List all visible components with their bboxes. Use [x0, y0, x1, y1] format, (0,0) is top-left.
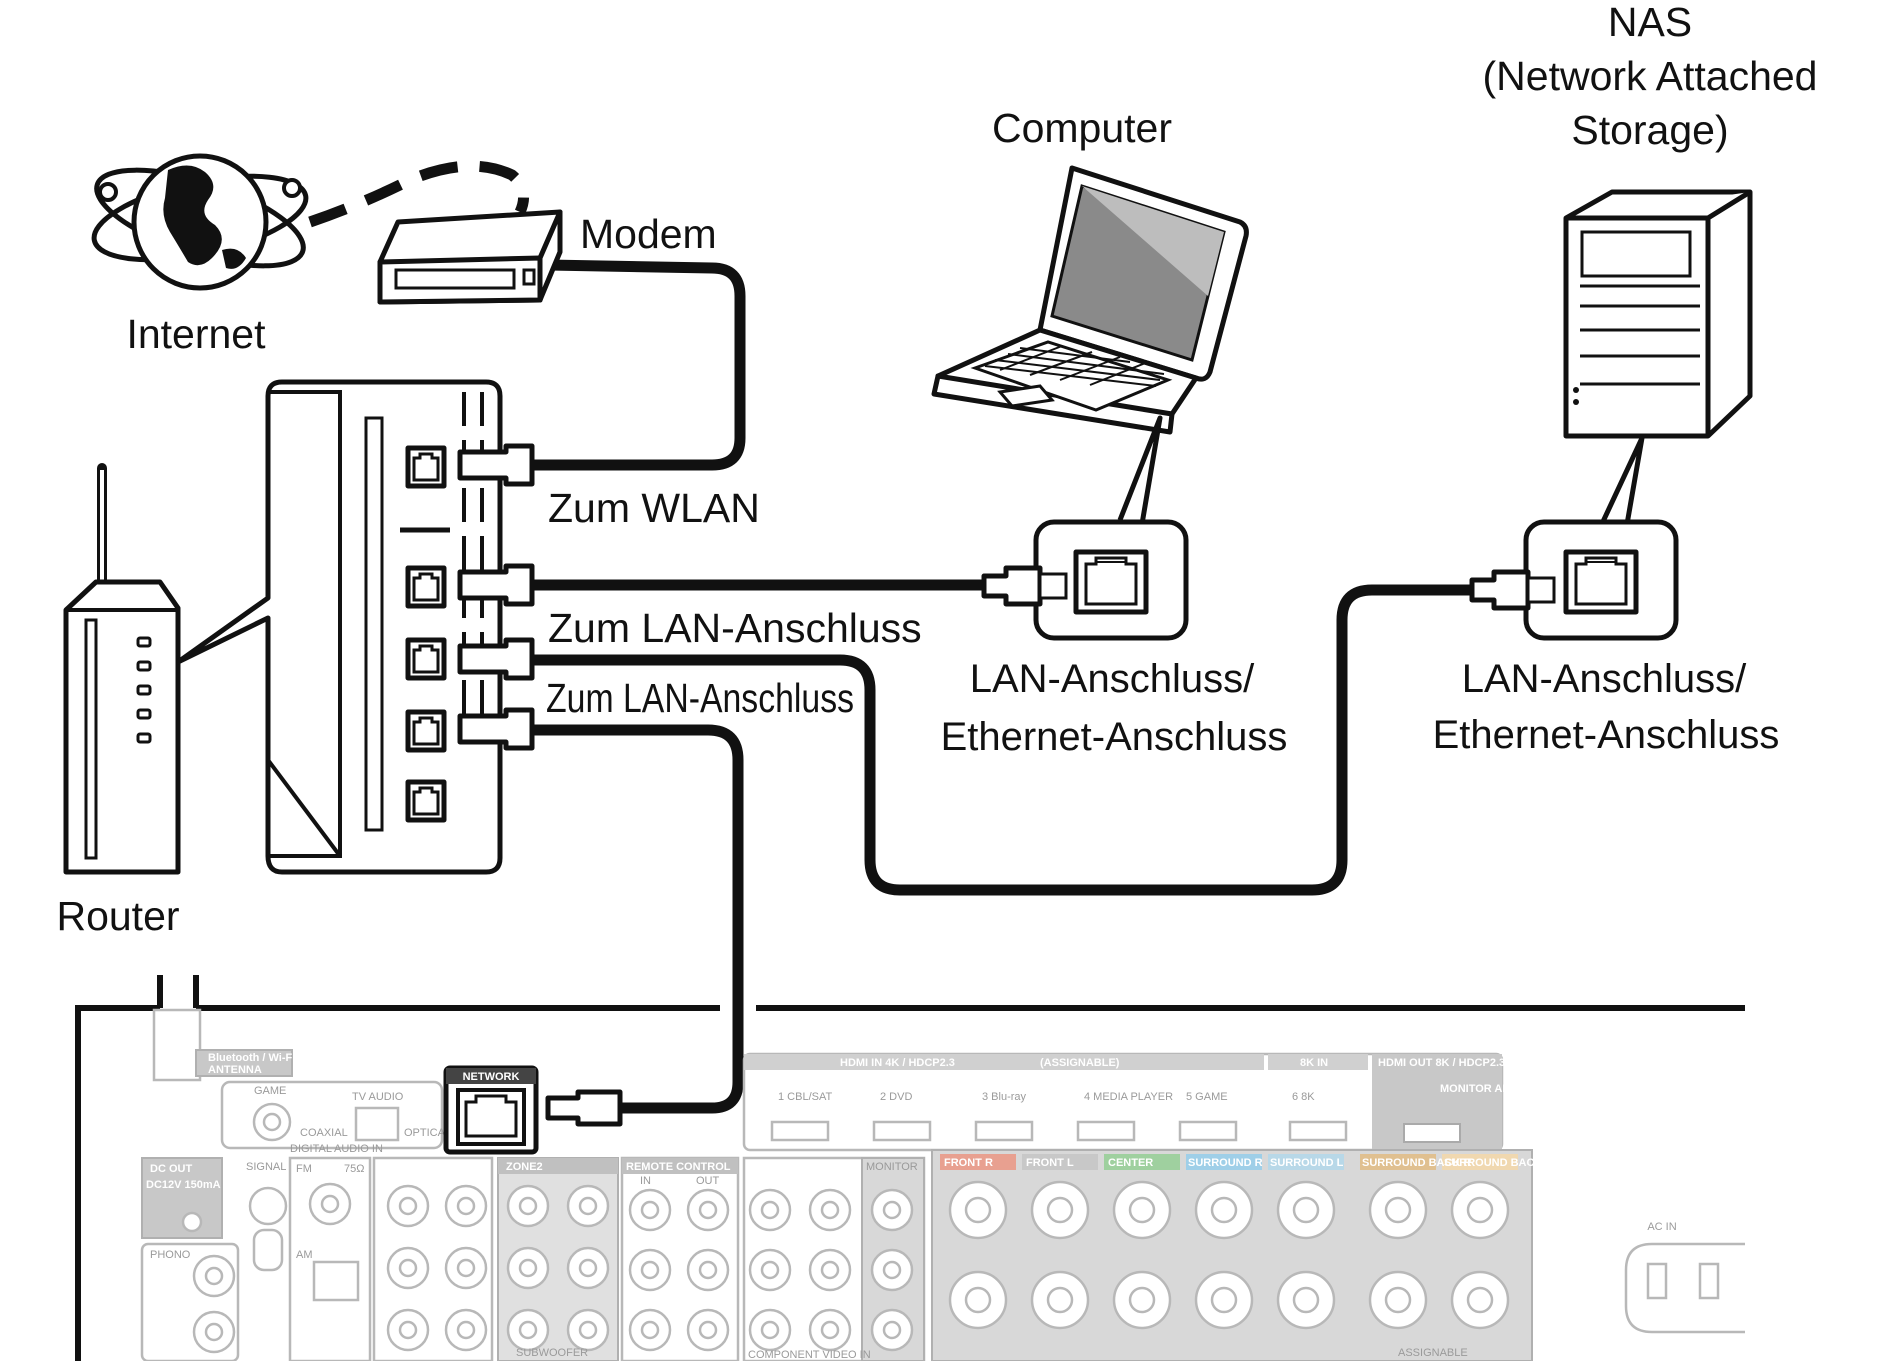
- game-label: GAME: [254, 1085, 286, 1097]
- ac-in-label: AC IN: [1647, 1221, 1676, 1233]
- tv-audio-label: TV AUDIO: [352, 1091, 404, 1103]
- nas-label-2: (Network Attached: [1483, 53, 1818, 99]
- coaxial-label: COAXIAL: [300, 1127, 348, 1139]
- speaker-terminals: FRONT R FRONT L CENTER SURROUND R SURROU…: [931, 1149, 1552, 1361]
- network-port-label: NETWORK: [463, 1071, 520, 1083]
- hdmi-input-5: 5 GAME: [1186, 1091, 1228, 1103]
- computer-port-label-1: LAN-Anschluss/: [970, 657, 1255, 701]
- computer-label: Computer: [992, 105, 1172, 151]
- nas-server-icon: [1563, 189, 1753, 439]
- hdmi-in-label: HDMI IN 4K / HDCP2.3: [840, 1057, 955, 1069]
- hdmi-input-2: 2 DVD: [880, 1091, 912, 1103]
- speaker-group-surround-l: SURROUND L: [1270, 1157, 1344, 1169]
- modem-label: Modem: [580, 211, 717, 257]
- bt-antenna-label-2: ANTENNA: [208, 1064, 262, 1076]
- to-lan-label-1: Zum LAN-Anschluss: [548, 605, 922, 651]
- nas-port-label-2: Ethernet-Anschluss: [1433, 713, 1780, 757]
- hdmi-input-6: 6 8K: [1292, 1091, 1315, 1103]
- hdmi-out-label: HDMI OUT 8K / HDCP2.3: [1378, 1057, 1505, 1069]
- cable-router-nas: [522, 584, 1478, 896]
- router-zoom-callout: [175, 379, 503, 875]
- hdmi-input-ports: [770, 1120, 1461, 1143]
- monitor-label: MONITOR: [866, 1161, 918, 1173]
- to-lan-label-2: Zum LAN-Anschluss: [546, 675, 854, 721]
- optical-label: OPTICAL: [404, 1127, 451, 1139]
- hdmi-input-1: 1 CBL/SAT: [778, 1091, 832, 1103]
- modem-icon: [377, 209, 563, 305]
- speaker-group-surround-r: SURROUND R: [1188, 1157, 1263, 1169]
- internet-wireless-link: [308, 160, 530, 228]
- speaker-group-surround-back-r: SURROUND BACK R: [1362, 1157, 1471, 1169]
- monitor-arc-label: MONITOR ARC eARC: [1440, 1083, 1551, 1095]
- computer-port-label-2: Ethernet-Anschluss: [941, 715, 1288, 759]
- internet-globe-icon: [91, 153, 309, 291]
- speaker-group-center: CENTER: [1108, 1157, 1153, 1169]
- zone2-label: ZONE2: [506, 1161, 543, 1173]
- internet-label: Internet: [126, 311, 266, 357]
- to-wlan-label: Zum WLAN: [548, 485, 760, 531]
- phono-label: PHONO: [150, 1249, 191, 1261]
- speaker-group-front-l: FRONT L: [1026, 1157, 1074, 1169]
- ohm-label: 75Ω: [344, 1163, 364, 1175]
- assignable-label: (ASSIGNABLE): [1040, 1057, 1120, 1069]
- remote-out-label: OUT: [696, 1175, 720, 1187]
- receiver-rear-panel: Bluetooth / Wi-Fi ANTENNA GAME COAXIAL T…: [75, 975, 1745, 1361]
- router-label: Router: [56, 893, 179, 939]
- dc-out-label: DC OUT: [150, 1163, 192, 1175]
- digital-audio-in-label: DIGITAL AUDIO IN: [290, 1143, 383, 1155]
- computer-port-callout: [981, 415, 1189, 641]
- hdmi-8k-in-label: 8K IN: [1300, 1057, 1328, 1069]
- hdmi-input-3: 3 Blu-ray: [982, 1091, 1027, 1103]
- analog-inputs: [386, 1184, 488, 1352]
- dc-spec-label: DC12V 150mA MAX.: [146, 1179, 251, 1191]
- hdmi-input-4: 4 MEDIA PLAYER: [1084, 1091, 1173, 1103]
- subwoofer-label: SUBWOOFER: [516, 1347, 588, 1359]
- speaker-group-front-r: FRONT R: [944, 1157, 993, 1169]
- ac-inlet-icon: [1624, 1242, 1745, 1334]
- nas-port-callout: [1469, 435, 1679, 641]
- component-video-in-label: COMPONENT VIDEO IN: [748, 1349, 871, 1361]
- router-icon: [63, 463, 181, 875]
- cables: [308, 160, 1478, 1114]
- cable-modem-router: [489, 258, 746, 471]
- remote-control-label: REMOTE CONTROL: [626, 1161, 731, 1173]
- speaker-group-surround-back-l: SURROUND BACK L: [1444, 1157, 1552, 1169]
- nas-label-1: NAS: [1608, 0, 1692, 45]
- bt-antenna-label-1: Bluetooth / Wi-Fi: [208, 1052, 295, 1064]
- nas-label-3: Storage): [1571, 107, 1728, 153]
- assignable-bottom-label: ASSIGNABLE: [1398, 1347, 1468, 1359]
- fm-label: FM: [296, 1163, 312, 1175]
- router-ports: [405, 445, 447, 823]
- nas-port-label-1: LAN-Anschluss/: [1462, 657, 1747, 701]
- cable-router-receiver: [522, 724, 744, 1114]
- remote-in-label: IN: [640, 1175, 651, 1187]
- router-plugs: [457, 443, 535, 751]
- laptop-icon: [931, 165, 1249, 435]
- am-label: AM: [296, 1249, 313, 1261]
